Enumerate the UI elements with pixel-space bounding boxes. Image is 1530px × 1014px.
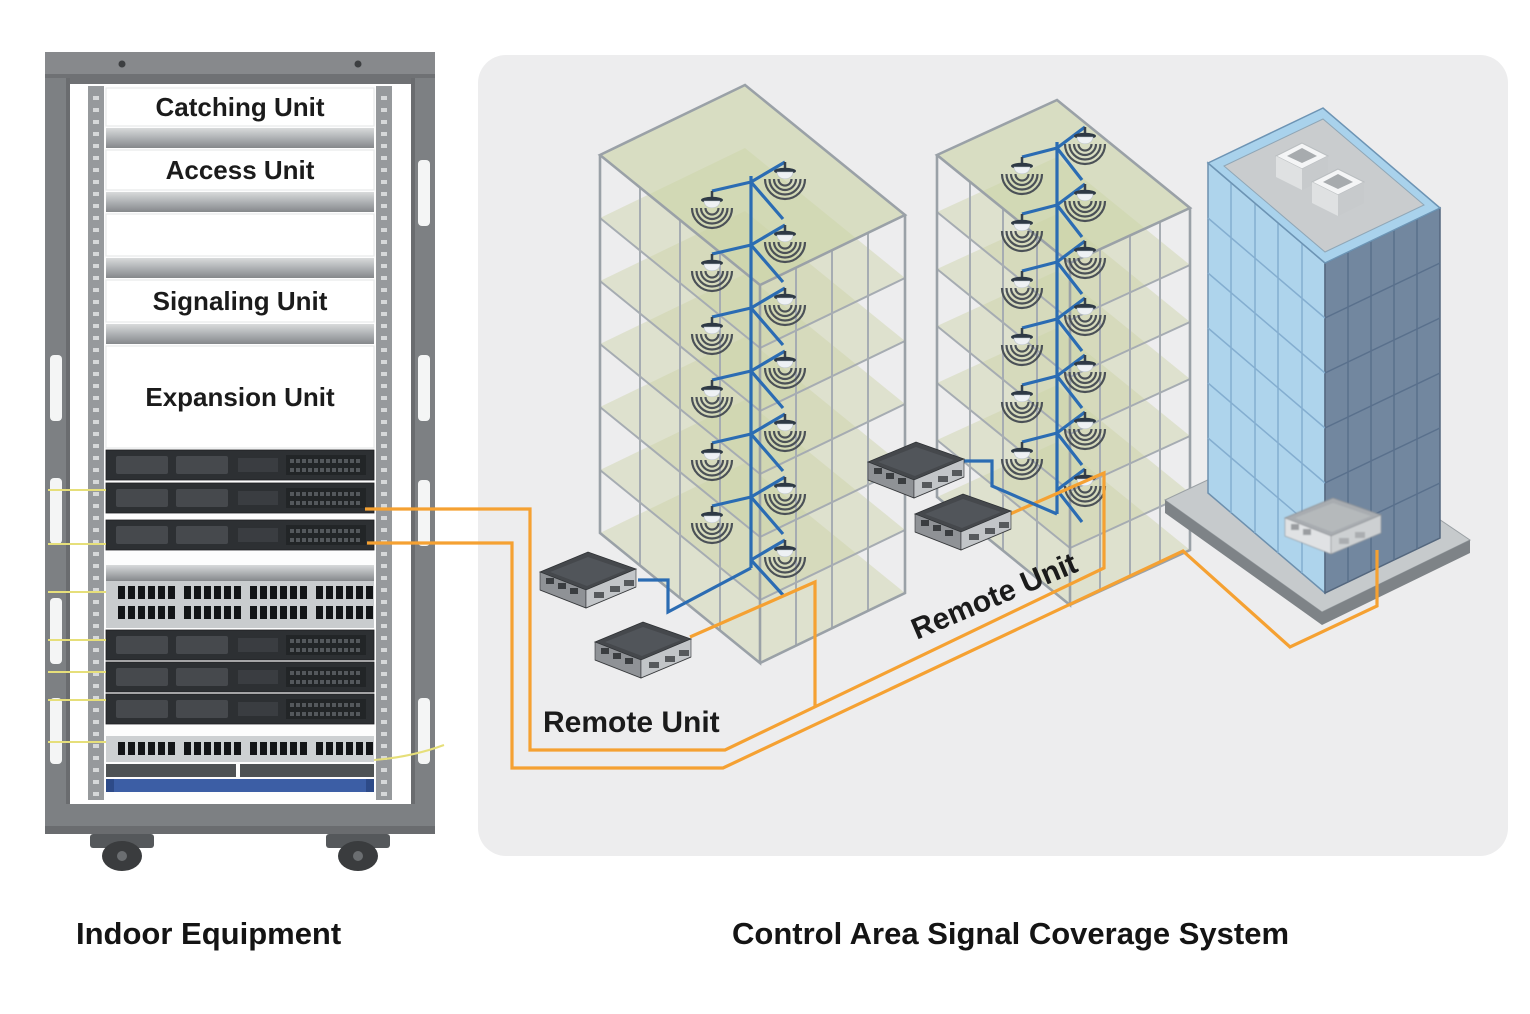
- optical-cables-orange: [365, 470, 1379, 770]
- remote-unit-device: [539, 551, 637, 609]
- remote-unit-devices: [539, 441, 1383, 679]
- rack-yellow-cables: [48, 489, 445, 761]
- remote-unit-device-office: [1283, 497, 1383, 555]
- remote-unit-label-1: Remote Unit: [543, 706, 720, 739]
- office-building: [1164, 107, 1471, 625]
- feeder-cables-blue: [638, 459, 1058, 615]
- rack-unit-label-signaling: Signaling Unit: [152, 285, 328, 316]
- indoor-equipment-rack: [45, 52, 445, 871]
- rack-unit-label-access: Access Unit: [165, 154, 315, 185]
- caption-coverage-system: Control Area Signal Coverage System: [732, 916, 1290, 951]
- rack-vent-slots: [50, 160, 430, 764]
- building-2-antenna-feed: [1021, 125, 1086, 523]
- rack-patch-panel-lower: [106, 736, 374, 792]
- rack-unit-plates: [105, 87, 375, 449]
- rack-patch-panel: [106, 565, 374, 628]
- orange-cable-to-office-building: [367, 541, 1379, 770]
- roof-hvac-units: [1274, 142, 1366, 216]
- orange-cable-to-buildings-1-2: [365, 470, 1106, 752]
- coverage-building-2: [934, 98, 1193, 608]
- orange-cable-tap-building-1: [689, 579, 817, 707]
- coverage-building-1: [597, 83, 908, 666]
- rack-blue-bar: [106, 779, 374, 792]
- remote-unit-device: [594, 621, 692, 679]
- building-1-antenna-feed: [711, 160, 786, 597]
- caption-indoor-equipment: Indoor Equipment: [76, 916, 342, 951]
- rack-unit-label-expansion: Expansion Unit: [145, 381, 335, 412]
- rack-unit-label-catching: Catching Unit: [155, 91, 325, 122]
